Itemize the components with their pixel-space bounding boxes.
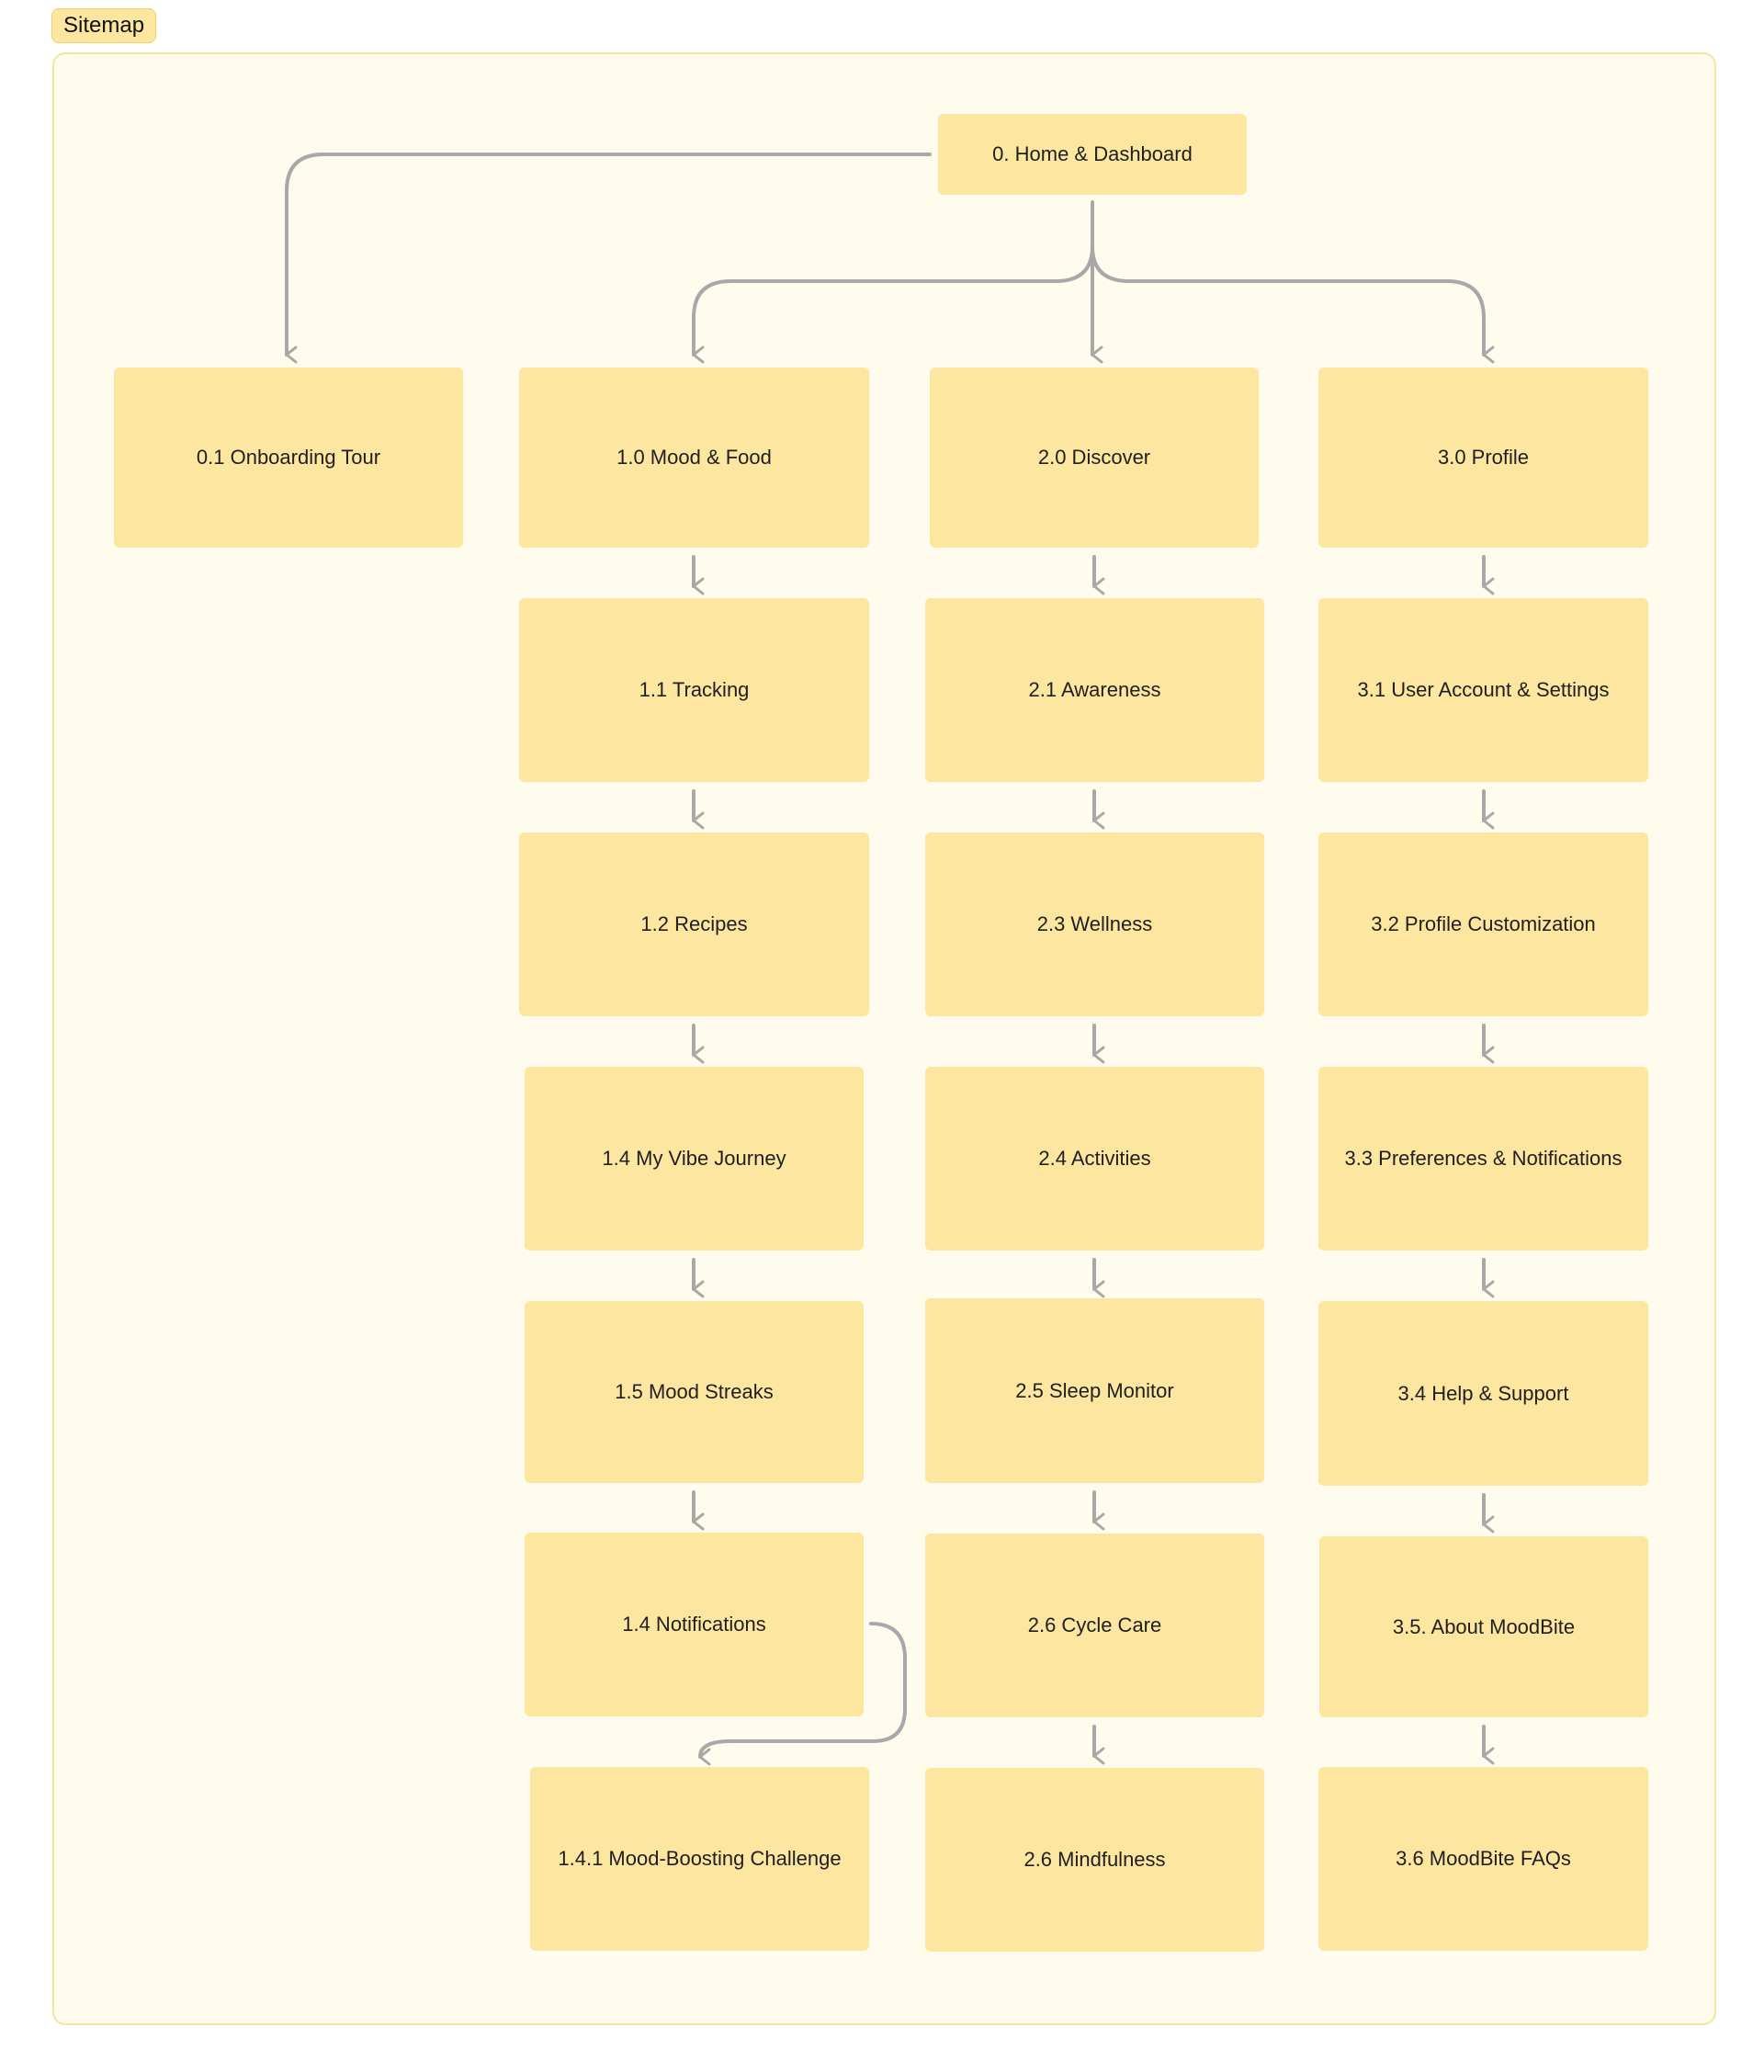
connector-root-onboarding (285, 153, 932, 364)
connector-notifications-challenge (698, 1622, 907, 1766)
node-profile[interactable]: 3.0 Profile (1318, 368, 1648, 548)
node-home-dashboard[interactable]: 0. Home & Dashboard (938, 114, 1247, 195)
node-my-vibe-journey[interactable]: 1.4 My Vibe Journey (525, 1067, 864, 1251)
connector-root-profile (1091, 244, 1495, 364)
node-profile-customization[interactable]: 3.2 Profile Customization (1318, 832, 1648, 1016)
sitemap-label: Sitemap (51, 8, 157, 43)
connector-root-moodfood (692, 244, 1094, 364)
node-activities[interactable]: 2.4 Activities (925, 1067, 1264, 1251)
node-tracking[interactable]: 1.1 Tracking (519, 598, 869, 782)
node-mindfulness[interactable]: 2.6 Mindfulness (925, 1768, 1264, 1952)
node-notifications[interactable]: 1.4 Notifications (525, 1533, 864, 1716)
node-onboarding-tour[interactable]: 0.1 Onboarding Tour (114, 368, 463, 548)
node-sleep-monitor[interactable]: 2.5 Sleep Monitor (925, 1298, 1264, 1483)
node-moodbite-faqs[interactable]: 3.6 MoodBite FAQs (1318, 1767, 1648, 1951)
node-cycle-care[interactable]: 2.6 Cycle Care (925, 1534, 1264, 1717)
node-help-support[interactable]: 3.4 Help & Support (1318, 1301, 1648, 1486)
node-user-account-settings[interactable]: 3.1 User Account & Settings (1318, 598, 1648, 782)
node-preferences-notifications[interactable]: 3.3 Preferences & Notifications (1318, 1067, 1648, 1251)
node-wellness[interactable]: 2.3 Wellness (925, 832, 1264, 1016)
node-mood-streaks[interactable]: 1.5 Mood Streaks (525, 1301, 864, 1483)
node-mood-boosting-challenge[interactable]: 1.4.1 Mood-Boosting Challenge (530, 1767, 869, 1951)
node-recipes[interactable]: 1.2 Recipes (519, 832, 869, 1016)
node-about-moodbite[interactable]: 3.5. About MoodBite (1319, 1536, 1648, 1717)
node-mood-food[interactable]: 1.0 Mood & Food (519, 368, 869, 548)
node-awareness[interactable]: 2.1 Awareness (925, 598, 1264, 782)
node-discover[interactable]: 2.0 Discover (930, 368, 1259, 548)
